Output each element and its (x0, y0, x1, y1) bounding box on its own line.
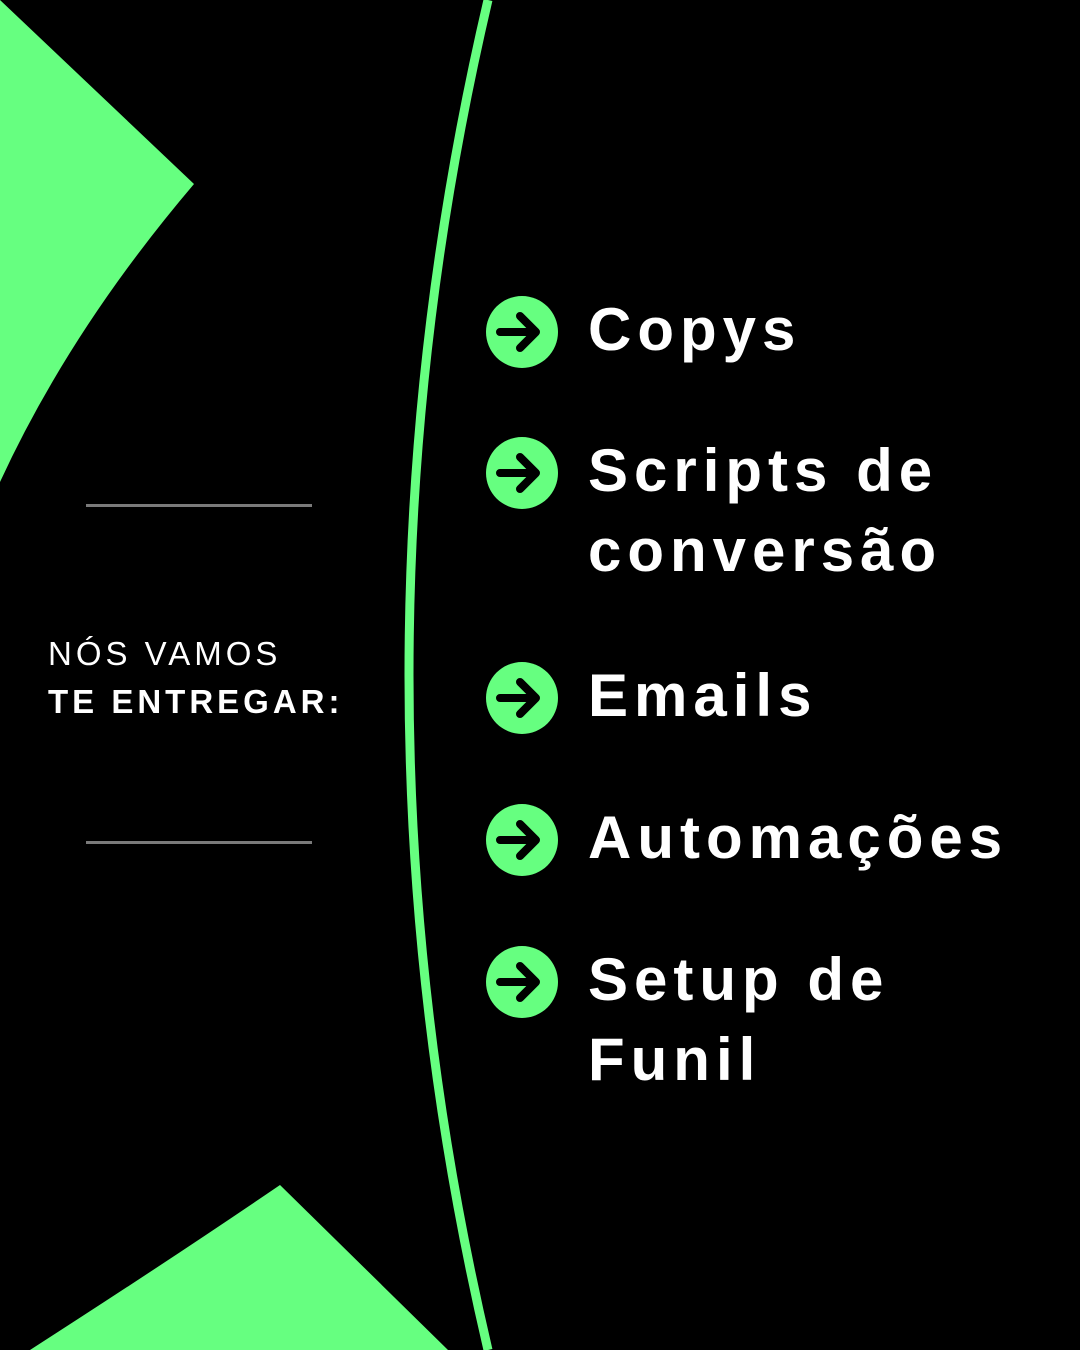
green-wedge-bottom (30, 1185, 448, 1350)
green-wedge-top (0, 0, 194, 482)
list-item-scripts: Scripts de conversão (486, 437, 942, 591)
deliverables-list: Copys Scripts de conversão Emails (486, 0, 1066, 1350)
list-item-label: Scripts de conversão (588, 437, 943, 584)
arrow-right-circle-icon (486, 946, 558, 1018)
list-item-setup-funil: Setup de Funil (486, 946, 889, 1100)
list-item-automacoes: Automações (486, 804, 1008, 878)
arrow-right-circle-icon (486, 437, 558, 509)
list-item-label: Automações (588, 804, 1009, 871)
divider-bottom (86, 841, 312, 844)
list-item-label: Emails (588, 662, 818, 729)
divider-top (86, 504, 312, 507)
list-item-label: Setup de Funil (588, 946, 890, 1093)
arrow-right-circle-icon (486, 804, 558, 876)
intro-line-1: NÓS VAMOS (48, 635, 282, 672)
intro-heading: NÓS VAMOS TE ENTREGAR: (48, 630, 344, 726)
list-item-emails: Emails (486, 662, 817, 736)
arrow-right-circle-icon (486, 662, 558, 734)
arrow-right-circle-icon (486, 296, 558, 368)
list-item-copys: Copys (486, 296, 801, 370)
list-item-label: Copys (588, 296, 802, 363)
green-curve-line (404, 0, 493, 1350)
intro-line-2: TE ENTREGAR: (48, 683, 344, 720)
